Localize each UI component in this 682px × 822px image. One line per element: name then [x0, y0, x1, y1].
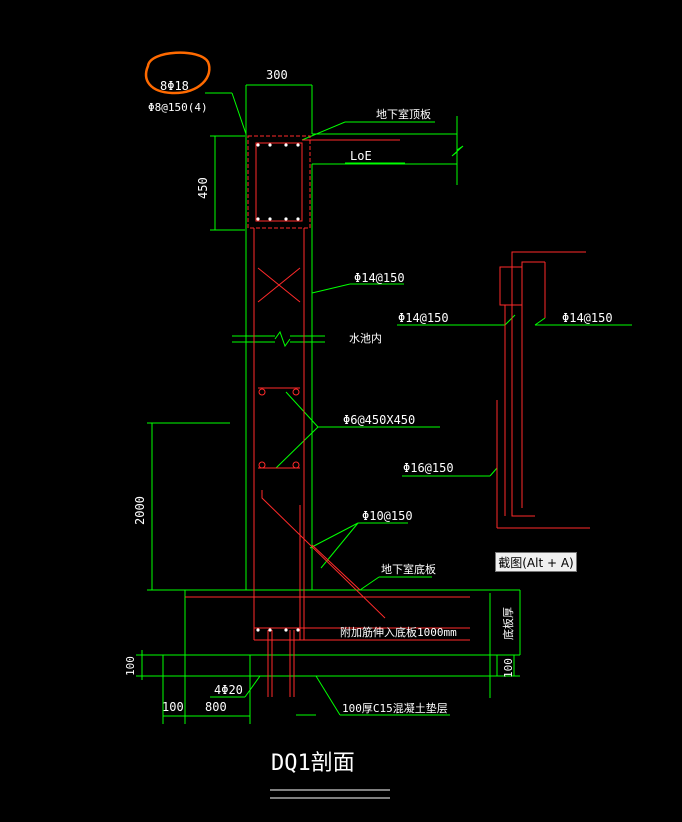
label-bar-10: Φ10@150: [362, 509, 413, 523]
screenshot-tooltip: 截图(Alt + A): [495, 552, 577, 572]
label-dim-2000: 2000: [133, 496, 147, 525]
label-base-slab: 地下室底板: [381, 562, 436, 576]
label-dim-300: 300: [266, 68, 288, 82]
label-slab-thickness: 底板厚: [501, 607, 515, 640]
label-bar-left-mid: Φ14@150: [398, 311, 449, 325]
label-bottom-bars: 4Φ20: [214, 683, 243, 697]
label-dim-100-right: 100: [502, 658, 515, 678]
label-roof-slab: 地下室顶板: [376, 107, 431, 121]
label-water-side: 水池内: [349, 331, 382, 345]
markup-circle: [144, 51, 211, 95]
label-bedding: 100厚C15混凝土垫层: [342, 701, 448, 715]
label-bar-cross: Φ14@150: [354, 271, 405, 285]
label-stirrup: Φ8@150(4): [148, 101, 208, 114]
label-bar-right-mid: Φ14@150: [562, 311, 613, 325]
label-dim-100-left: 100: [124, 656, 137, 676]
label-dim-100-bottom: 100: [162, 700, 184, 714]
label-top-bars: 8Φ18: [160, 79, 189, 93]
label-bar-16: Φ16@150: [403, 461, 454, 475]
label-loe: LoE: [350, 149, 372, 163]
label-dim-450: 450: [196, 177, 210, 199]
label-tie: Φ6@450X450: [343, 413, 415, 427]
drawing-title: DQ1剖面: [271, 751, 355, 776]
label-added-bars: 附加筋伸入底板1000mm: [340, 625, 457, 639]
label-dim-800: 800: [205, 700, 227, 714]
